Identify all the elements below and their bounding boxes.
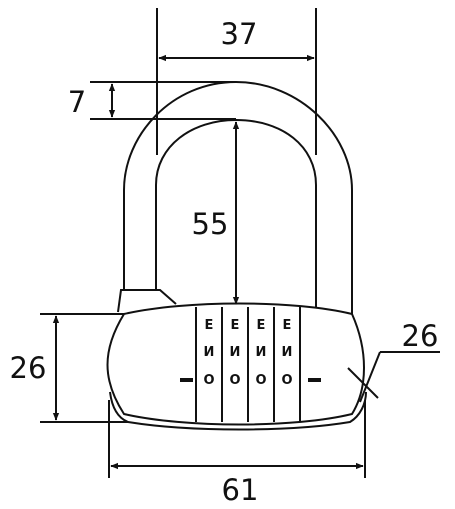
wheel-3-middle-letter: И — [256, 345, 267, 360]
wheel-3-bottom-letter: O — [255, 373, 266, 388]
wheel-4-middle-letter: И — [282, 345, 293, 360]
dimension-body-depth — [347, 351, 440, 403]
shackle-outer-edge — [123, 80, 353, 315]
wheel-2-bottom-letter: O — [229, 373, 240, 388]
dial-wheel-4[interactable]: E И O — [281, 318, 292, 388]
body-height-label: 26 — [10, 351, 47, 385]
dimension-body-height — [40, 313, 128, 423]
shackle-thickness-label: 7 — [68, 85, 86, 119]
body-depth-label: 26 — [402, 319, 439, 353]
wheel-1-top-letter: E — [205, 318, 214, 333]
dial-wheels — [195, 307, 301, 422]
wheel-3-top-letter: E — [257, 318, 266, 333]
wheel-4-bottom-letter: O — [281, 373, 292, 388]
dial-wheel-1[interactable]: E И O — [203, 318, 214, 388]
body-width-label: 61 — [222, 473, 259, 507]
lock-body-base-band — [109, 391, 367, 431]
shackle-clearance-label: 55 — [192, 207, 229, 241]
dimension-shackle-thickness — [90, 81, 236, 120]
wheel-2-middle-letter: И — [230, 345, 241, 360]
shackle-latch — [117, 289, 177, 313]
dimension-body-width — [108, 400, 366, 478]
wheel-1-bottom-letter: O — [203, 373, 214, 388]
wheel-4-top-letter: E — [283, 318, 292, 333]
dial-wheel-2[interactable]: E И O — [229, 318, 240, 388]
wheel-1-middle-letter: И — [204, 345, 215, 360]
shackle-width-label: 37 — [221, 17, 258, 51]
dial-wheel-3[interactable]: E И O — [255, 318, 266, 388]
wheel-2-top-letter: E — [231, 318, 240, 333]
